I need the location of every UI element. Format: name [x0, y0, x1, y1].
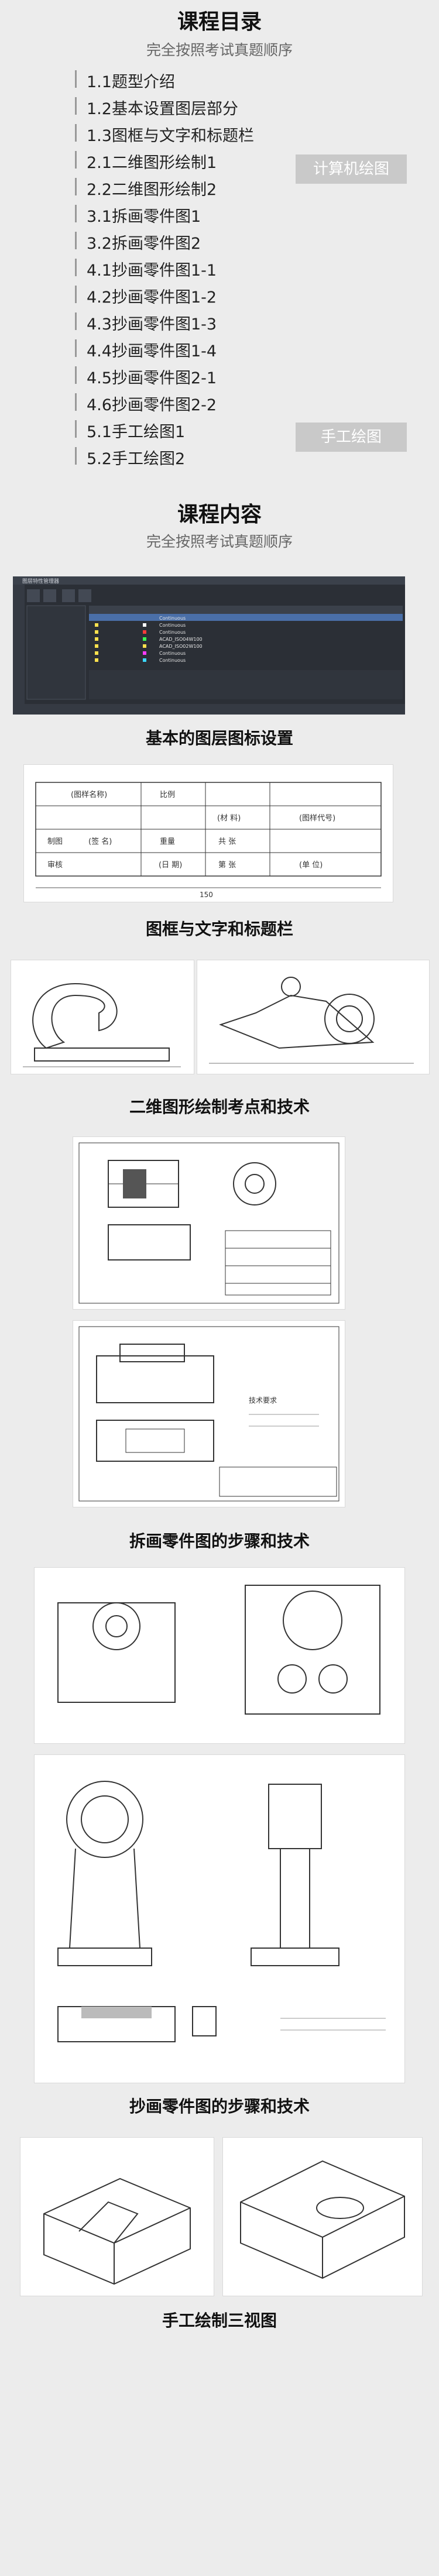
svg-text:第 张: 第 张	[218, 861, 236, 870]
caption-layer: 基本的图层图标设置	[145, 729, 293, 748]
badge-hand-drawing: 手工绘图	[296, 423, 407, 452]
toc-item[interactable]: 1.3图框与文字和标题栏	[75, 123, 254, 146]
toc-item[interactable]: 4.6抄画零件图2-2	[74, 392, 217, 415]
toc-item[interactable]: 3.1拆画零件图1	[74, 204, 201, 226]
titleblock-drawing: (图样名称) 比例 (图样代号) (单 位) (材 料) 重量 共 张 第 张 …	[23, 764, 393, 902]
toc-item[interactable]: 4.5抄画零件图2-1	[74, 365, 217, 388]
svg-text:(单 位): (单 位)	[299, 861, 323, 870]
toc-item[interactable]: 4.4抄画零件图1-4	[74, 338, 217, 361]
caption-disassembly: 拆画零件图的步骤和技术	[129, 1531, 310, 1551]
svg-text:(材 料): (材 料)	[217, 814, 241, 823]
svg-text:比例: 比例	[160, 791, 175, 799]
svg-text:(日 期): (日 期)	[159, 861, 182, 870]
svg-text:Continuous: Continuous	[159, 651, 186, 656]
svg-text:150: 150	[200, 891, 213, 899]
svg-text:审核: 审核	[47, 861, 63, 870]
iso-view-2	[222, 2137, 423, 2296]
badge-computer-drawing: 计算机绘图	[296, 154, 407, 184]
iso-view-1	[20, 2137, 214, 2296]
2d-drawing-bracket	[197, 960, 430, 1074]
svg-text:ACAD_ISO04W100: ACAD_ISO04W100	[159, 637, 203, 642]
copy-drawing-1	[34, 1567, 405, 1744]
svg-text:重量: 重量	[160, 837, 175, 846]
copy-drawing-2	[34, 1754, 405, 2083]
toc-item[interactable]: 3.2拆画零件图2	[74, 231, 201, 253]
layer-window-title: 图层特性管理器	[22, 578, 59, 585]
toc-item[interactable]: 2.1二维图形绘制1	[74, 150, 217, 173]
content-title: 课程内容	[177, 503, 262, 527]
svg-text:(图样名称): (图样名称)	[71, 790, 107, 799]
svg-text:制图: 制图	[47, 837, 63, 846]
caption-titleblock: 图框与文字和标题栏	[145, 919, 293, 939]
toc-subtitle: 完全按照考试真题顺序	[146, 42, 293, 59]
toc-item[interactable]: 4.2抄画零件图1-2	[74, 284, 217, 307]
svg-text:ACAD_ISO02W100: ACAD_ISO02W100	[159, 644, 203, 649]
toc-item[interactable]: 5.2手工绘图2	[74, 446, 185, 469]
2d-drawing-hook	[11, 960, 194, 1074]
assembly-drawing	[73, 1136, 345, 1310]
svg-text:共 张: 共 张	[218, 837, 236, 846]
svg-text:Continuous: Continuous	[159, 630, 186, 635]
toc-item[interactable]: 1.1题型介绍	[75, 69, 175, 92]
toc-item[interactable]: 4.1抄画零件图1-1	[74, 257, 217, 280]
svg-text:(签 名): (签 名)	[88, 837, 112, 846]
layer-manager-screenshot: 图层特性管理器 Continuous Continuous Continuous…	[13, 576, 405, 715]
svg-text:Continuous: Continuous	[159, 658, 186, 663]
toc-item[interactable]: 2.2二维图形绘制2	[74, 177, 217, 200]
svg-text:技术要求: 技术要求	[249, 1396, 277, 1404]
svg-text:Continuous: Continuous	[159, 623, 186, 628]
content-subtitle: 完全按照考试真题顺序	[146, 533, 293, 550]
caption-handdraw: 手工绘制三视图	[162, 2311, 277, 2330]
svg-text:Continuous: Continuous	[159, 616, 186, 621]
part-drawing: 技术要求	[73, 1320, 345, 1507]
caption-2d: 二维图形绘制考点和技术	[129, 1097, 310, 1117]
toc-item[interactable]: 1.2基本设置图层部分	[75, 96, 238, 119]
toc-title: 课程目录	[177, 10, 262, 34]
caption-copy: 抄画零件图的步骤和技术	[129, 2097, 310, 2116]
svg-text:(图样代号): (图样代号)	[299, 814, 335, 823]
toc-item[interactable]: 4.3抄画零件图1-3	[74, 311, 217, 334]
toc-item[interactable]: 5.1手工绘图1	[74, 419, 185, 442]
